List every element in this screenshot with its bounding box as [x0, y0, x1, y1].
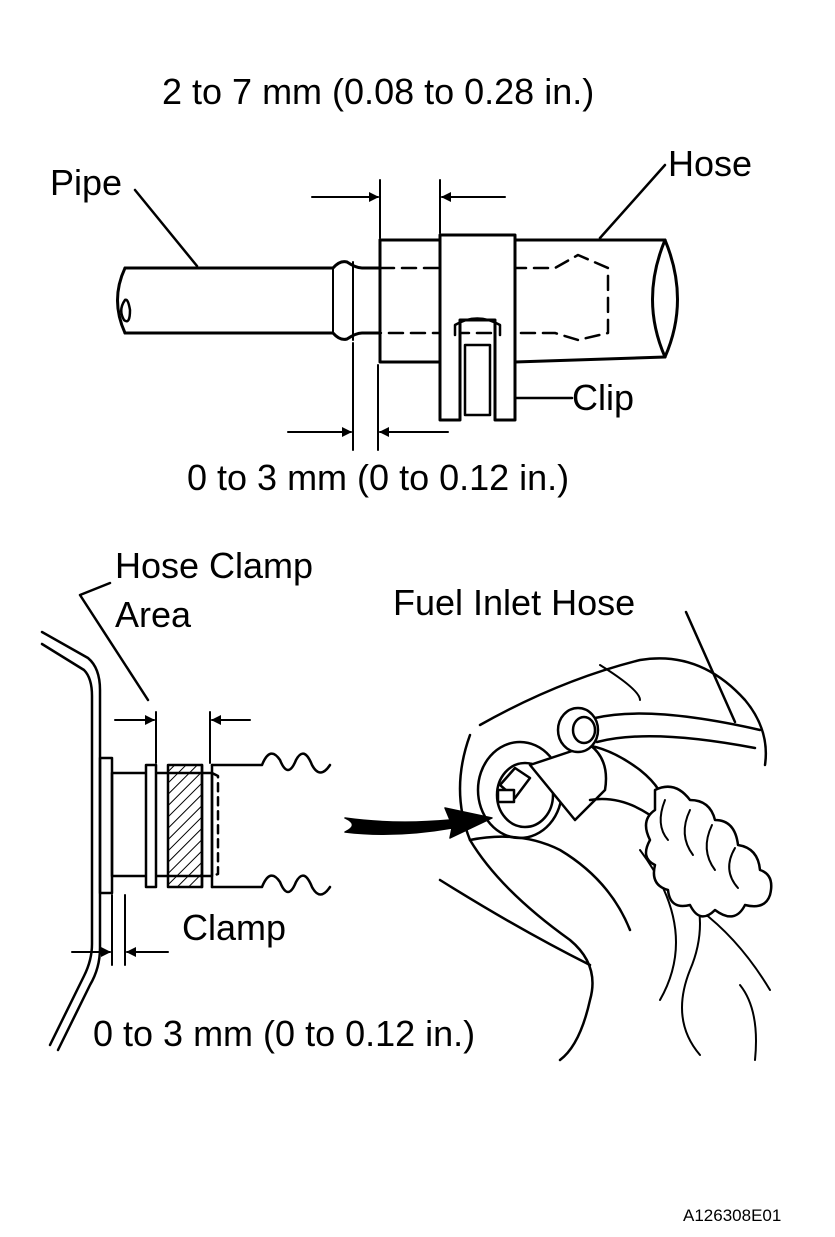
- hose-drawing: [378, 163, 679, 364]
- tank-wall-drawing: [40, 630, 126, 1052]
- hose-clamp-area-label-line2: Area: [115, 594, 192, 635]
- hose-label: Hose: [668, 143, 753, 184]
- clamp-label: Clamp: [182, 907, 287, 948]
- clip-label: Clip: [572, 377, 635, 418]
- dimension-label-tank-gap: 0 to 3 mm (0 to 0.12 in.): [93, 1013, 476, 1054]
- clip-drawing: [438, 233, 574, 422]
- fuel-inlet-drawing: [438, 610, 773, 1062]
- dimension-label-clip-offset: 2 to 7 mm (0.08 to 0.28 in.): [162, 71, 595, 112]
- big-arrow: [344, 807, 493, 839]
- figure-reference-code: A126308E01: [683, 1206, 782, 1225]
- fuel-inlet-hose-label: Fuel Inlet Hose: [393, 582, 636, 623]
- dimension-label-hose-gap: 0 to 3 mm (0 to 0.12 in.): [187, 457, 570, 498]
- pipe-drawing: [116, 260, 382, 341]
- dimension-lines-top: [133, 179, 506, 451]
- dimension-lines-bottom-left: [71, 581, 251, 957]
- hose-clamp-area-label: Hose Clamp: [115, 545, 314, 586]
- clamp-pipe-drawing: [110, 752, 332, 896]
- pipe-label: Pipe: [50, 162, 123, 203]
